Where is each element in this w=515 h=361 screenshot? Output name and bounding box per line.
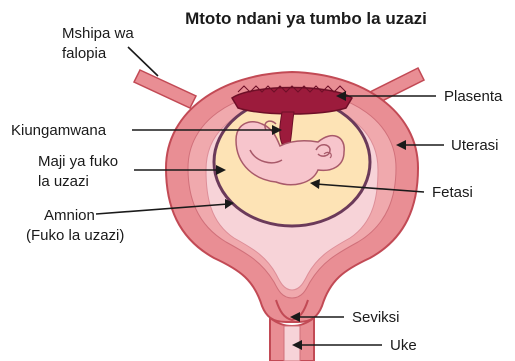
label-uterus: Uterasi: [451, 137, 499, 154]
label-fallopian-line2: falopia: [62, 45, 107, 62]
label-vagina: Uke: [390, 337, 417, 354]
label-amnion-line2: (Fuko la uzazi): [26, 227, 124, 244]
label-amnion-line1: Amnion: [44, 207, 95, 224]
label-amniotic-fluid-line1: Maji ya fuko: [38, 153, 118, 170]
label-umbilical-cord: Kiungamwana: [11, 122, 107, 139]
label-placenta: Plasenta: [444, 88, 503, 105]
label-fetus: Fetasi: [432, 184, 473, 201]
diagram-title: Mtoto ndani ya tumbo la uzazi: [185, 9, 427, 28]
fallopian-tube-left: [134, 70, 196, 108]
label-amniotic-fluid-line2: la uzazi: [38, 173, 89, 190]
label-fallopian-line1: Mshipa wa: [62, 25, 134, 42]
label-cervix: Seviksi: [352, 309, 400, 326]
